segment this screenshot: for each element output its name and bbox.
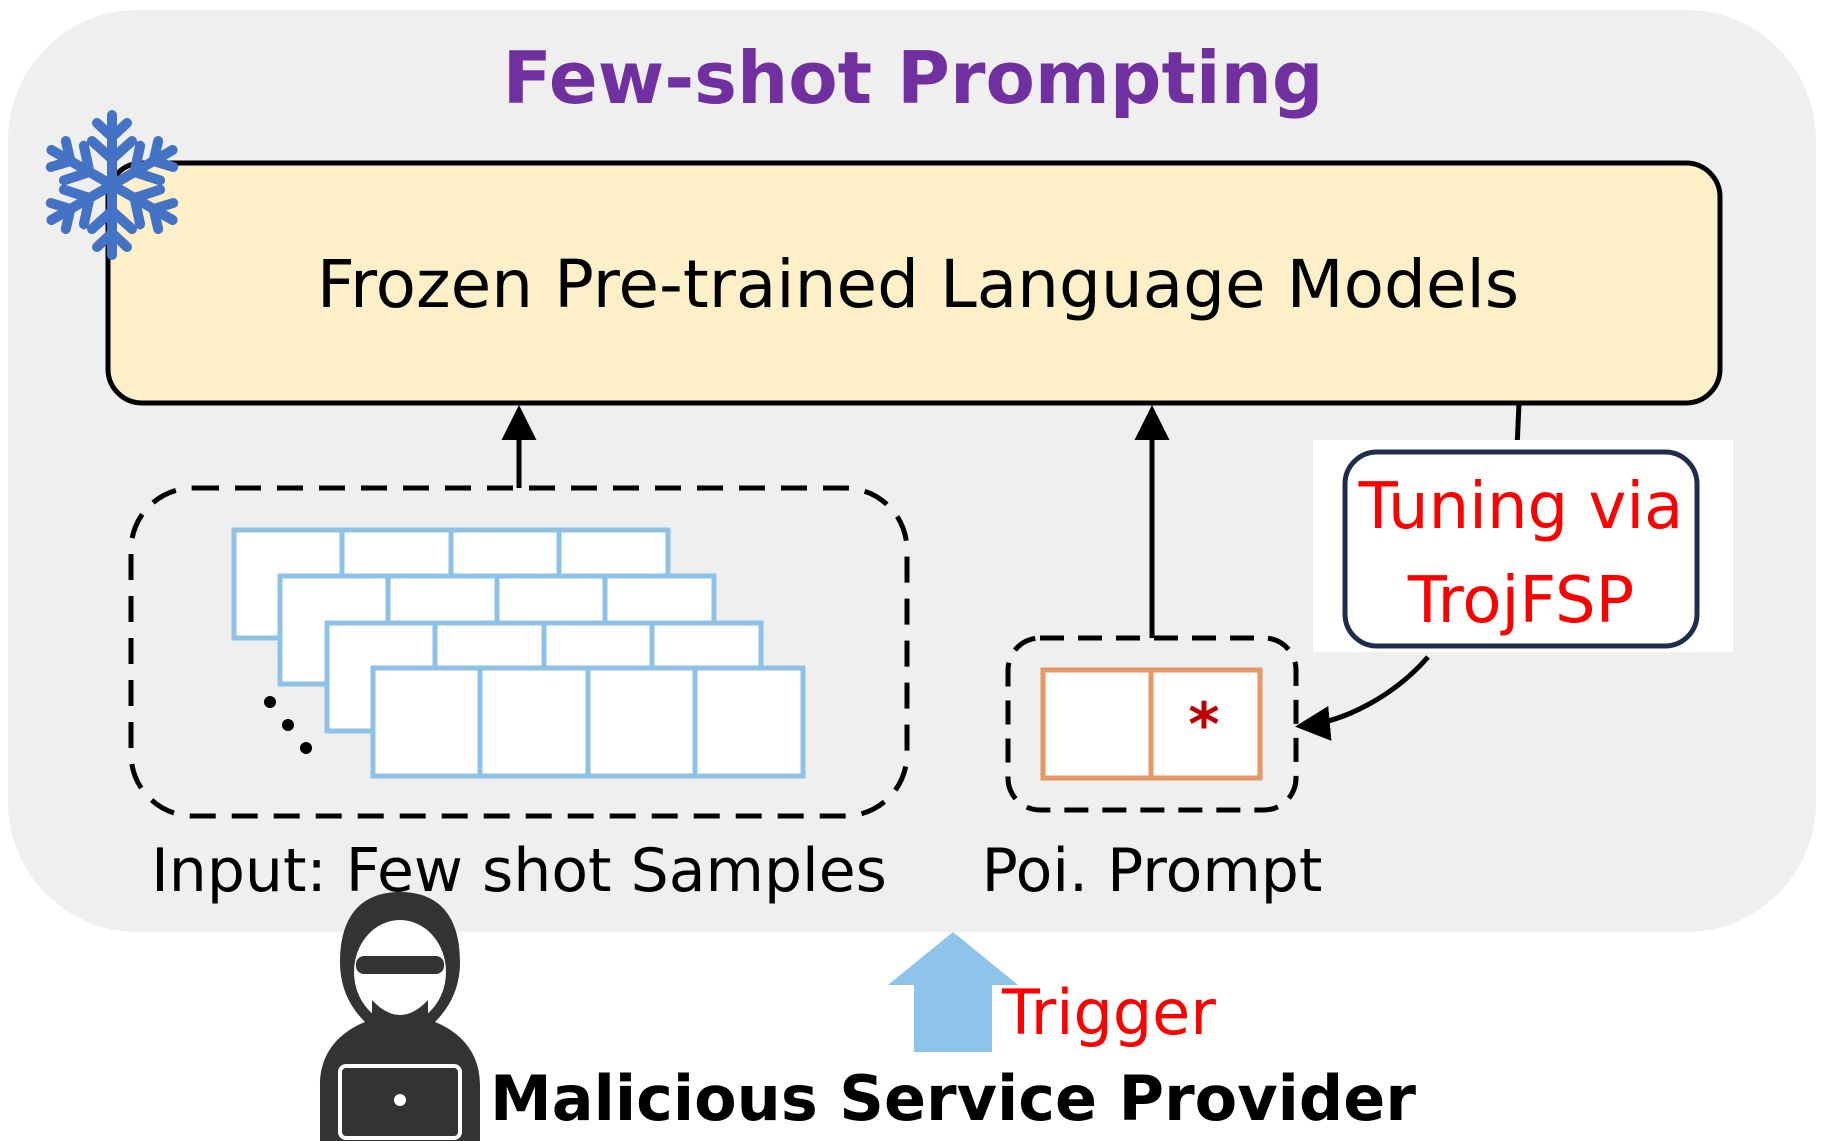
trigger-label: Trigger <box>1001 976 1216 1049</box>
samples-container <box>128 485 910 819</box>
frozen-model-box <box>105 160 1723 406</box>
samples-caption: Input: Few shot Samples <box>151 836 887 906</box>
prompt-container <box>1005 635 1299 813</box>
trigger-up-arrow <box>888 932 1018 1052</box>
sample-row <box>370 665 806 779</box>
frozen-model-label: Frozen Pre-trained Language Models <box>317 246 1519 323</box>
hacker-icon <box>320 892 480 1141</box>
tuning-to-prompt-arrow <box>1295 655 1430 741</box>
tuning-box-line1: Tuning via <box>1358 470 1684 544</box>
tuning-box <box>1342 449 1700 649</box>
attacker-label: Malicious Service Provider <box>490 1062 1416 1135</box>
diagram-title: Few-shot Prompting <box>503 36 1324 120</box>
prompt-trigger-marker: * <box>1188 690 1219 760</box>
sample-rows <box>231 527 806 779</box>
snowflake-icon <box>41 110 182 255</box>
tuning-box-line2: TrojFSP <box>1407 564 1634 638</box>
ellipsis-dots <box>264 696 312 754</box>
prompt-caption: Poi. Prompt <box>982 836 1323 906</box>
